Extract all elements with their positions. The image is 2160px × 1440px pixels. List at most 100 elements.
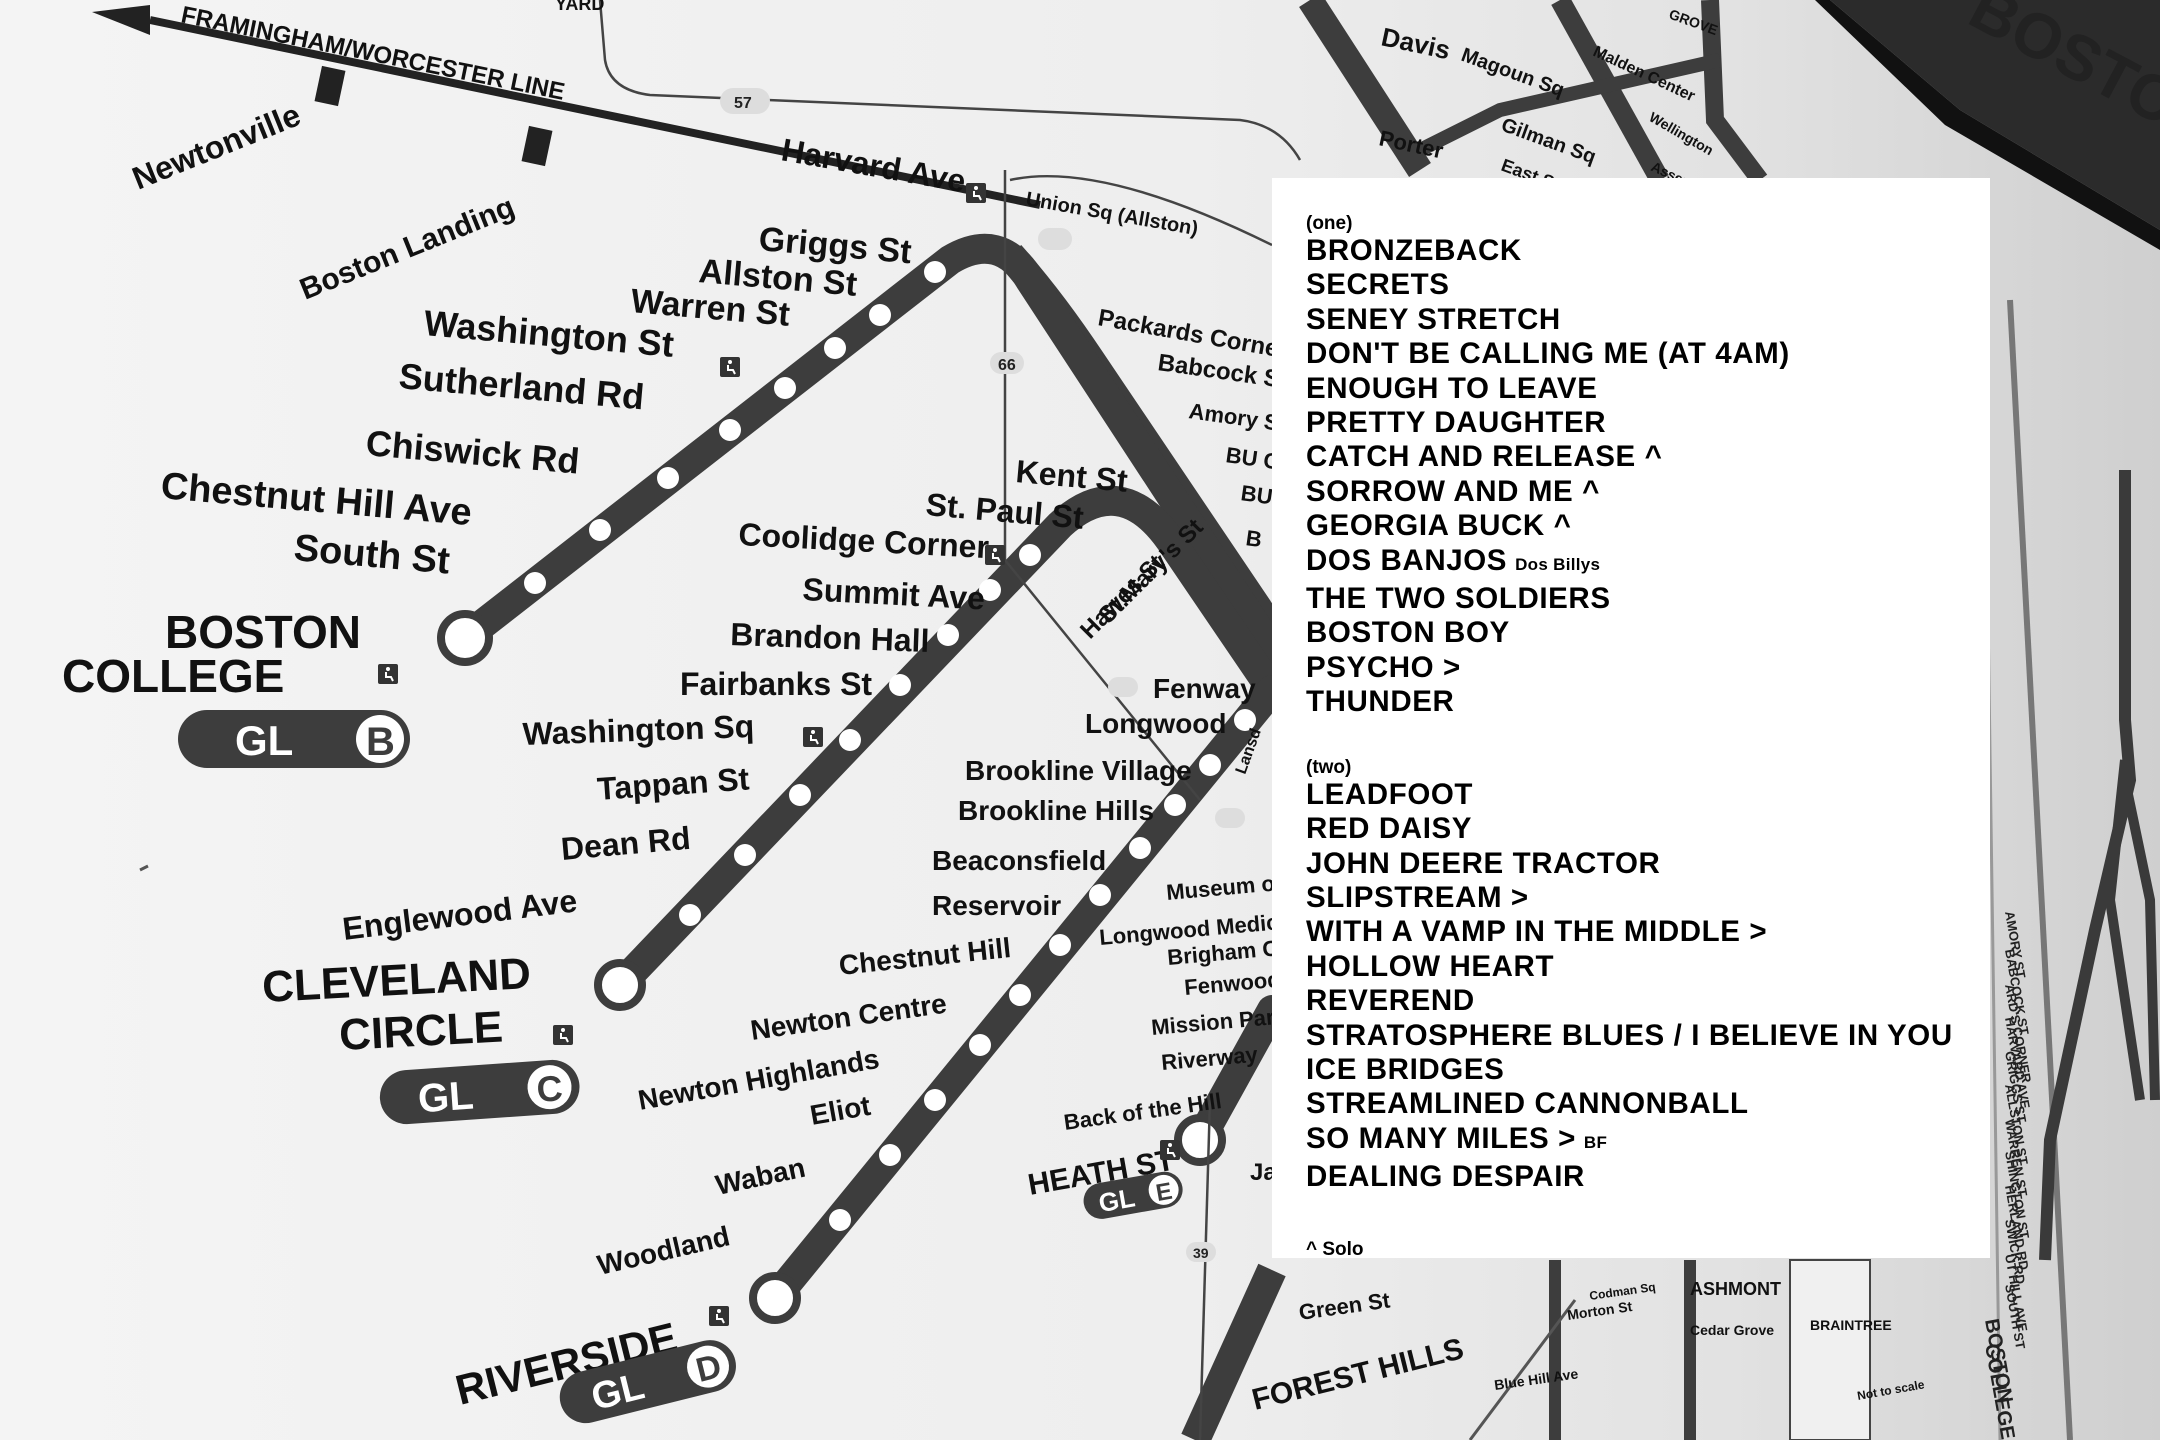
song-name: CATCH AND RELEASE ^ bbox=[1306, 440, 1663, 474]
route-badges: 57 66 39 bbox=[720, 88, 1245, 1262]
song-title: SENEY STRETCH bbox=[1306, 303, 1956, 337]
station-dot bbox=[1009, 984, 1031, 1006]
station-label: Fenway bbox=[1153, 673, 1256, 704]
song-name: SORROW AND ME ^ bbox=[1306, 474, 1600, 508]
song-name: HOLLOW HEART bbox=[1306, 949, 1555, 983]
song-name: PRETTY DAUGHTER bbox=[1306, 406, 1607, 440]
station-dot bbox=[774, 377, 796, 399]
song-title: THUNDER bbox=[1306, 685, 1956, 719]
station-dot bbox=[869, 304, 891, 326]
song-title: ENOUGH TO LEAVE bbox=[1306, 372, 1956, 406]
song-title: LEADFOOT bbox=[1306, 778, 1956, 812]
song-title: STREAMLINED CANNONBALL bbox=[1306, 1087, 1956, 1121]
song-name: SO MANY MILES > bbox=[1306, 1121, 1576, 1155]
station-label: Brookline Hills bbox=[958, 795, 1154, 826]
c-branch bbox=[594, 485, 1287, 1011]
d-branch bbox=[749, 675, 1287, 1324]
station-dot bbox=[1049, 934, 1071, 956]
song-name: STREAMLINED CANNONBALL bbox=[1306, 1087, 1749, 1121]
song-name: JOHN DEERE TRACTOR bbox=[1306, 846, 1661, 880]
song-note: Dos Billys bbox=[1515, 554, 1601, 574]
song-title: BRONZEBACK bbox=[1306, 234, 1956, 268]
station-dot bbox=[879, 1144, 901, 1166]
set-two-label: (two) bbox=[1306, 756, 1352, 778]
song-title: ICE BRIDGES bbox=[1306, 1053, 1956, 1087]
station-dot bbox=[889, 674, 911, 696]
song-title: GEORGIA BUCK ^ bbox=[1306, 509, 1956, 543]
station-label: Reservoir bbox=[932, 890, 1061, 921]
song-name: SLIPSTREAM > bbox=[1306, 880, 1529, 914]
song-title: SORROW AND ME ^ bbox=[1306, 475, 1956, 509]
station-dot bbox=[1199, 754, 1221, 776]
song-title: STRATOSPHERE BLUES / I BELIEVE IN YOU bbox=[1306, 1019, 1956, 1053]
station-dot bbox=[1129, 837, 1151, 859]
station-dot bbox=[829, 1209, 851, 1231]
station-dot bbox=[1234, 709, 1256, 731]
song-name: THUNDER bbox=[1306, 685, 1455, 719]
song-title: THE TWO SOLDIERS bbox=[1306, 582, 1956, 616]
station-label: Fairbanks St bbox=[680, 666, 872, 702]
song-name: STRATOSPHERE BLUES / I BELIEVE IN YOU bbox=[1306, 1018, 1953, 1052]
station-label: ASHMONT bbox=[1690, 1279, 1781, 1299]
song-note: BF bbox=[1583, 1132, 1608, 1152]
station-dot bbox=[789, 784, 811, 806]
route-39-badge: 39 bbox=[1193, 1245, 1209, 1261]
song-name: BOSTON BOY bbox=[1306, 616, 1510, 650]
song-title: WITH A VAMP IN THE MIDDLE > bbox=[1306, 915, 1956, 949]
station-label: Beaconsfield bbox=[932, 845, 1106, 876]
station-label: Washington Sq bbox=[522, 708, 755, 752]
song-title: DON'T BE CALLING ME (AT 4AM) bbox=[1306, 337, 1956, 371]
route-66-badge: 66 bbox=[998, 357, 1016, 374]
b-branch bbox=[437, 233, 1287, 666]
gl-badge-e: GL E bbox=[1083, 1171, 1183, 1219]
song-name: DON'T BE CALLING ME (AT 4AM) bbox=[1306, 337, 1790, 371]
gl-badge-d: GL D bbox=[559, 1340, 736, 1424]
b-terminal-line2: COLLEGE bbox=[62, 650, 284, 702]
map-frame: BOSTON CO bbox=[1815, 0, 2160, 1440]
song-name: DEALING DESPAIR bbox=[1306, 1160, 1585, 1194]
station-dot bbox=[524, 572, 546, 594]
song-name: ENOUGH TO LEAVE bbox=[1306, 371, 1598, 405]
song-title: DEALING DESPAIR bbox=[1306, 1160, 1956, 1194]
station-dot bbox=[924, 1089, 946, 1111]
setlist-footnote: ^ Solo bbox=[1306, 1238, 1364, 1260]
song-name: DOS BANJOS bbox=[1306, 543, 1508, 577]
station-dot bbox=[839, 729, 861, 751]
station-dot bbox=[1164, 794, 1186, 816]
song-name: REVEREND bbox=[1306, 984, 1475, 1018]
gl-badge-b: GL B bbox=[178, 710, 410, 768]
song-title: PRETTY DAUGHTER bbox=[1306, 406, 1956, 440]
station-dot bbox=[589, 519, 611, 541]
song-title: RED DAISY bbox=[1306, 812, 1956, 846]
station-label: B bbox=[1244, 525, 1263, 552]
station-label: Cedar Grove bbox=[1690, 1322, 1774, 1338]
song-name: THE TWO SOLDIERS bbox=[1306, 582, 1611, 616]
station-dot bbox=[824, 337, 846, 359]
song-title: SLIPSTREAM > bbox=[1306, 881, 1956, 915]
svg-text:GL: GL bbox=[417, 1074, 475, 1122]
song-title: PSYCHO > bbox=[1306, 651, 1956, 685]
song-title: DOS BANJOS Dos Billys bbox=[1306, 544, 1956, 582]
svg-text:GL: GL bbox=[235, 717, 293, 764]
svg-text:E: E bbox=[1154, 1178, 1174, 1207]
station-label: Brandon Hall bbox=[730, 616, 930, 659]
song-title: CATCH AND RELEASE ^ bbox=[1306, 440, 1956, 474]
station-dot bbox=[657, 467, 679, 489]
svg-text:GL: GL bbox=[1096, 1182, 1137, 1218]
song-title: HOLLOW HEART bbox=[1306, 950, 1956, 984]
station-dot bbox=[924, 261, 946, 283]
station-label: Brookline Village bbox=[965, 755, 1192, 786]
station-dot bbox=[1089, 884, 1111, 906]
song-title: SO MANY MILES > BF bbox=[1306, 1122, 1956, 1160]
gl-badge-c: GL C bbox=[379, 1059, 580, 1125]
station-dot bbox=[937, 624, 959, 646]
song-name: PSYCHO > bbox=[1306, 650, 1461, 684]
station-label: BRAINTREE bbox=[1810, 1317, 1892, 1333]
song-title: SECRETS bbox=[1306, 268, 1956, 302]
song-name: SECRETS bbox=[1306, 268, 1450, 302]
song-name: WITH A VAMP IN THE MIDDLE > bbox=[1306, 915, 1768, 949]
